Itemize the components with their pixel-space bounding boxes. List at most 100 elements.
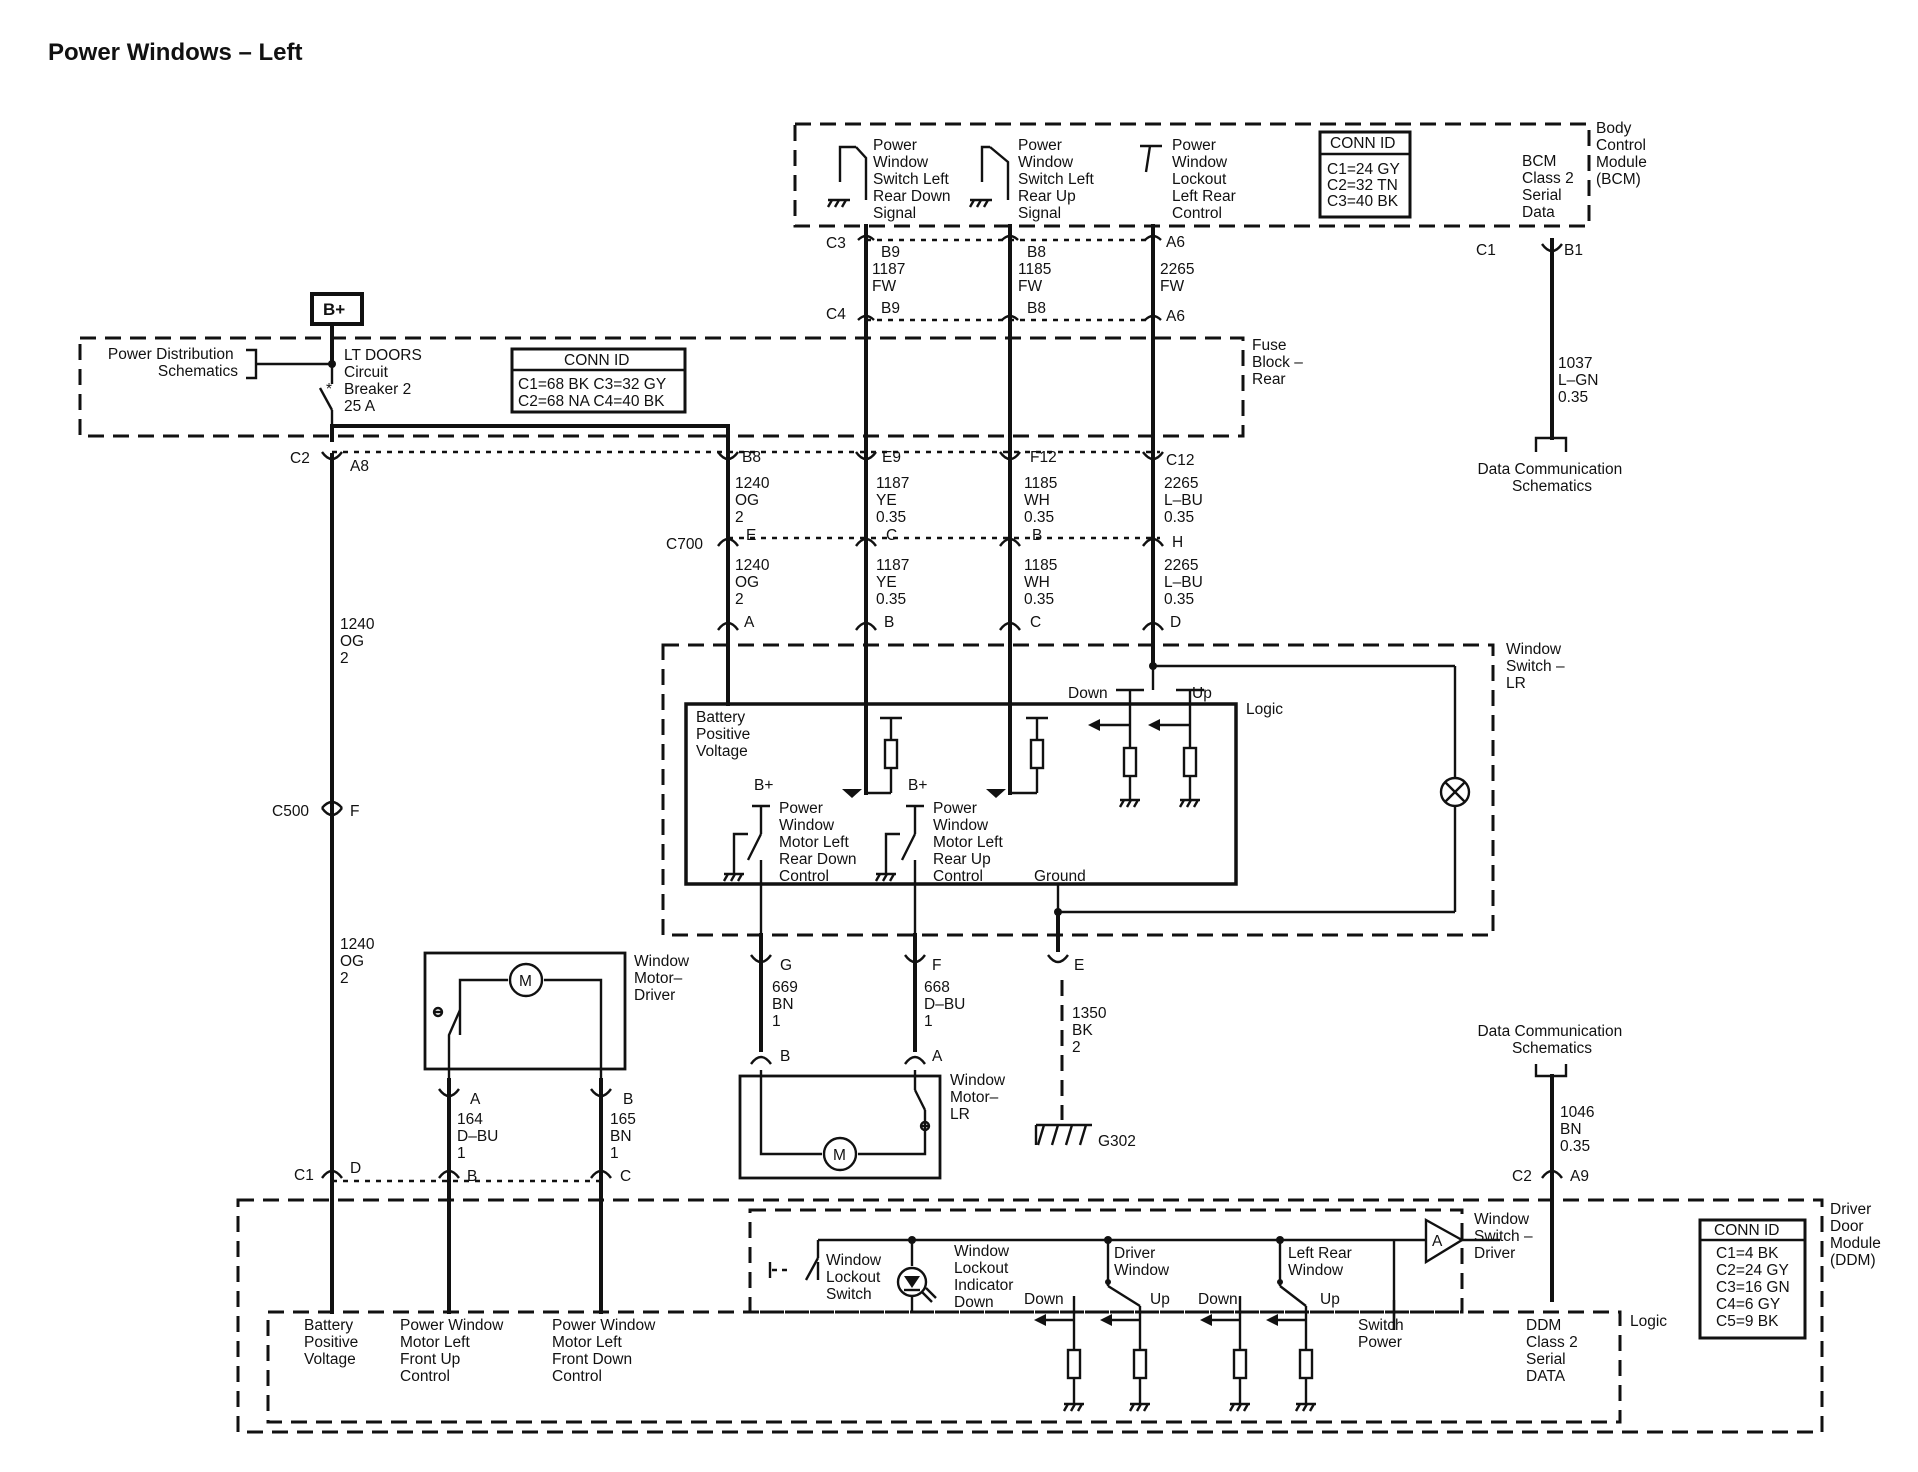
window-switch-driver-boundary [748, 1208, 1464, 1314]
pin-lr-e: E [1074, 957, 1084, 974]
motor-lr-m: M [833, 1147, 846, 1164]
motor-driver-pin-b: B [623, 1091, 633, 1108]
ddm-down-2: Down [1198, 1291, 1238, 1308]
breaker-star: * [326, 381, 332, 398]
bcm-conn-id-box [1318, 130, 1412, 219]
pin-lr-b: B [884, 614, 894, 631]
wire-1185-upper: 1185 WH 0.35 [1024, 475, 1062, 526]
conn-c4-label: C4 [826, 306, 846, 323]
wire-2265-fw-label: 2265 FW [1160, 261, 1199, 295]
motor-driver-label: Window Motor– Driver [634, 953, 693, 1004]
pin-c1-c: C [620, 1168, 631, 1185]
motor-lr-pin-b: B [780, 1048, 790, 1065]
wire-1046-label: 1046 BN 0.35 [1560, 1104, 1599, 1155]
fuse-block-rear: Fuse Block – Rear Power Distribution Sch… [78, 336, 1303, 438]
ddm-amp-label: A [1432, 1233, 1443, 1250]
pin-c700-b: B [1032, 527, 1042, 544]
ddm-conn-list: C1=4 BK C2=24 GY C3=16 GN C4=6 GY C5=9 B… [1716, 1245, 1794, 1330]
motor-lr-pin-a: A [932, 1048, 943, 1065]
lr-motor-down-label: Power Window Motor Left Rear Down Contro… [779, 800, 861, 885]
ddm-logic-label: Logic [1630, 1313, 1667, 1330]
bcm-b1-label: B1 [1564, 242, 1583, 259]
lr-motor-up-label: Power Window Motor Left Rear Up Control [933, 800, 1007, 885]
fuse-conn-list: C1=68 BK C3=32 GY C2=68 NA C4=40 BK [518, 376, 670, 410]
ddm-down-1: Down [1024, 1291, 1064, 1308]
window-switch-lr: Window Switch – LR Logic Battery Positiv… [661, 641, 1569, 940]
ddm-boundary [236, 1198, 1824, 1434]
diagram-title: Power Windows – Left [48, 39, 302, 66]
wire-1240-left-upper: 1240 OG 2 [340, 616, 379, 667]
pin-c700-e: E [746, 527, 756, 544]
ddm-conn-title: CONN ID [1714, 1222, 1779, 1239]
bcm-switch-down-symbol [826, 145, 868, 208]
pin-f12: F12 [1030, 449, 1057, 466]
lr-ground-label: Ground [1034, 868, 1086, 885]
ddm-front-down-label: Power Window Motor Left Front Down Contr… [552, 1317, 660, 1385]
lockout-indicator-label: Window Lockout Indicator Down [954, 1243, 1018, 1311]
pin-c1-d: D [350, 1160, 361, 1177]
wire-1187-fw-label: 1187 FW [872, 261, 910, 295]
bcm-boundary [793, 122, 1591, 228]
lr-down-label: Down [1068, 685, 1108, 702]
pin-lr-a: A [744, 614, 755, 631]
pin-a6-bottom: A6 [1166, 308, 1185, 325]
ddm-conn-id-box [1698, 1218, 1807, 1340]
datacomm-top-label: Data Communication Schematics [1477, 461, 1626, 495]
ddm-up-1: Up [1150, 1291, 1170, 1308]
pin-lr-d: D [1170, 614, 1181, 631]
bcm-module-label: Body Control Module (BCM) [1596, 120, 1651, 188]
wire-165-label: 165 BN 1 [610, 1111, 640, 1162]
fuse-block-boundary [78, 336, 1245, 438]
pin-lr-c: C [1030, 614, 1041, 631]
pin-c700-h: H [1172, 534, 1183, 551]
motor-driver-pin-a: A [470, 1091, 481, 1108]
ddm-switch-power-label: Switch Power [1358, 1317, 1408, 1351]
breaker-label: LT DOORS Circuit Breaker 2 25 A [344, 347, 426, 415]
wire-669-label: 669 BN 1 [772, 979, 802, 1030]
lr-module-label: Window Switch – LR [1506, 641, 1569, 692]
bcm-switch-down-label: Power Window Switch Left Rear Down Signa… [873, 137, 955, 222]
pin-c500-f: F [350, 803, 359, 820]
motor-driver-box [423, 951, 627, 1071]
motor-driver-m: M [519, 973, 532, 990]
bcm-lockout-label: Power Window Lockout Left Rear Control [1172, 137, 1240, 222]
fuse-conn-id-box [510, 347, 687, 414]
conn-c2-ddm-label: C2 [1512, 1168, 1532, 1185]
conn-c500-label: C500 [272, 803, 309, 820]
motor-lr-label: Window Motor– LR [950, 1072, 1009, 1123]
ddm-battery-label: Battery Positive Voltage [304, 1317, 363, 1368]
window-motor-driver: M Window Motor– Driver A B [423, 951, 693, 1108]
bplus-box [310, 292, 364, 326]
pin-a9: A9 [1570, 1168, 1589, 1185]
pin-c12: C12 [1166, 452, 1194, 469]
ddm-module-label: Driver Door Module (DDM) [1830, 1201, 1885, 1269]
bcm-switch-up-label: Power Window Switch Left Rear Up Signal [1018, 137, 1098, 222]
wire-1350-label: 1350 BK 2 [1072, 1005, 1111, 1056]
wire-1185-lower: 1185 WH 0.35 [1024, 557, 1062, 608]
pin-b8: B8 [742, 449, 761, 466]
wire-1185-fw-label: 1185 FW [1018, 261, 1056, 295]
pin-b8-top: B8 [1027, 244, 1046, 261]
conn-c1-label: C1 [294, 1167, 314, 1184]
ddm-logic-boundary [266, 1310, 1622, 1424]
wire-1187-upper: 1187 YE 0.35 [876, 475, 914, 526]
pin-b8-bottom: B8 [1027, 300, 1046, 317]
wire-1037-label: 1037 L–GN 0.35 [1558, 355, 1603, 406]
wire-1240-left-lower: 1240 OG 2 [340, 936, 379, 987]
pin-lr-g: G [780, 957, 792, 974]
lr-bplus-2: B+ [908, 777, 927, 794]
g302-label: G302 [1098, 1133, 1136, 1150]
conn-c2-label: C2 [290, 450, 310, 467]
bcm-c1-label: C1 [1476, 242, 1496, 259]
bplus-label: B+ [323, 300, 345, 319]
pin-a8: A8 [350, 458, 369, 475]
lr-logic-label: Logic [1246, 701, 1283, 718]
lr-up-label: Up [1192, 685, 1212, 702]
left-rear-window-label: Left Rear Window [1288, 1245, 1356, 1279]
bcm-conn-list: C1=24 GY C2=32 TN C3=40 BK [1327, 161, 1404, 210]
wire-1187-lower: 1187 YE 0.35 [876, 557, 914, 608]
pds-label: Power Distribution Schematics [108, 346, 238, 380]
connector-cups [321, 234, 1563, 1179]
wire-164-label: 164 D–BU 1 [457, 1111, 503, 1162]
